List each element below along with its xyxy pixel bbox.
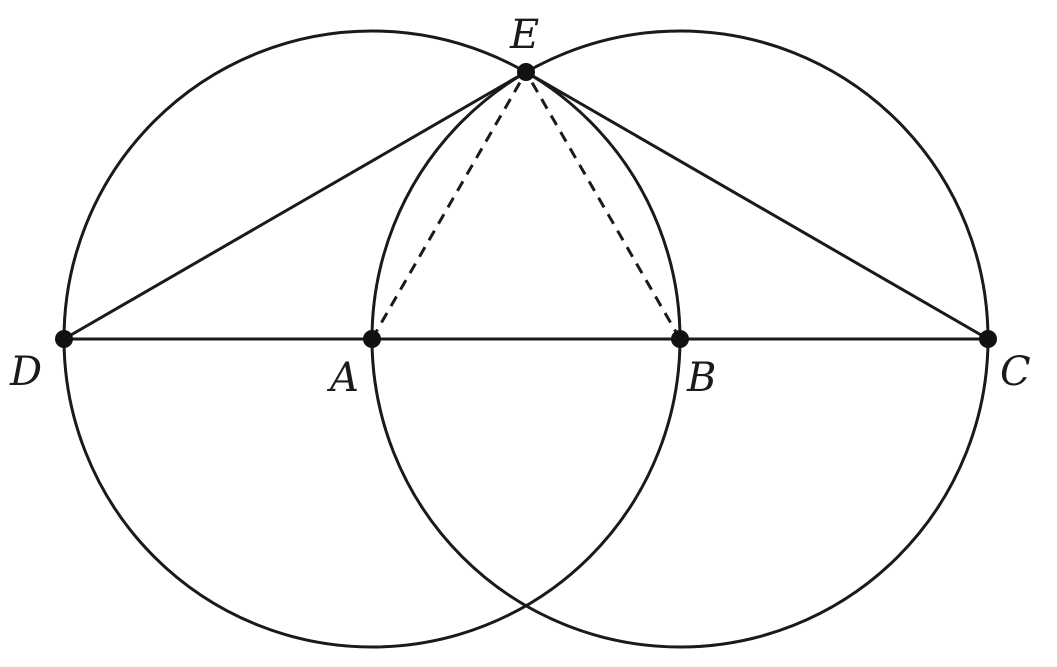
point-e	[517, 63, 535, 81]
labels-layer: E D A B C	[9, 12, 1031, 401]
label-a: A	[326, 355, 359, 401]
segment-de	[63, 70, 527, 341]
segments-layer	[63, 70, 989, 341]
segment-ec	[525, 70, 989, 341]
segment-ae-dashed	[370, 71, 528, 340]
label-e: E	[509, 12, 539, 58]
point-d	[55, 330, 73, 348]
segment-be-dashed	[524, 71, 682, 340]
point-c	[979, 330, 997, 348]
label-d: D	[9, 349, 42, 395]
point-a	[363, 330, 381, 348]
points-layer	[55, 63, 997, 348]
point-b	[671, 330, 689, 348]
label-c: C	[1000, 349, 1031, 395]
label-b: B	[686, 355, 716, 401]
